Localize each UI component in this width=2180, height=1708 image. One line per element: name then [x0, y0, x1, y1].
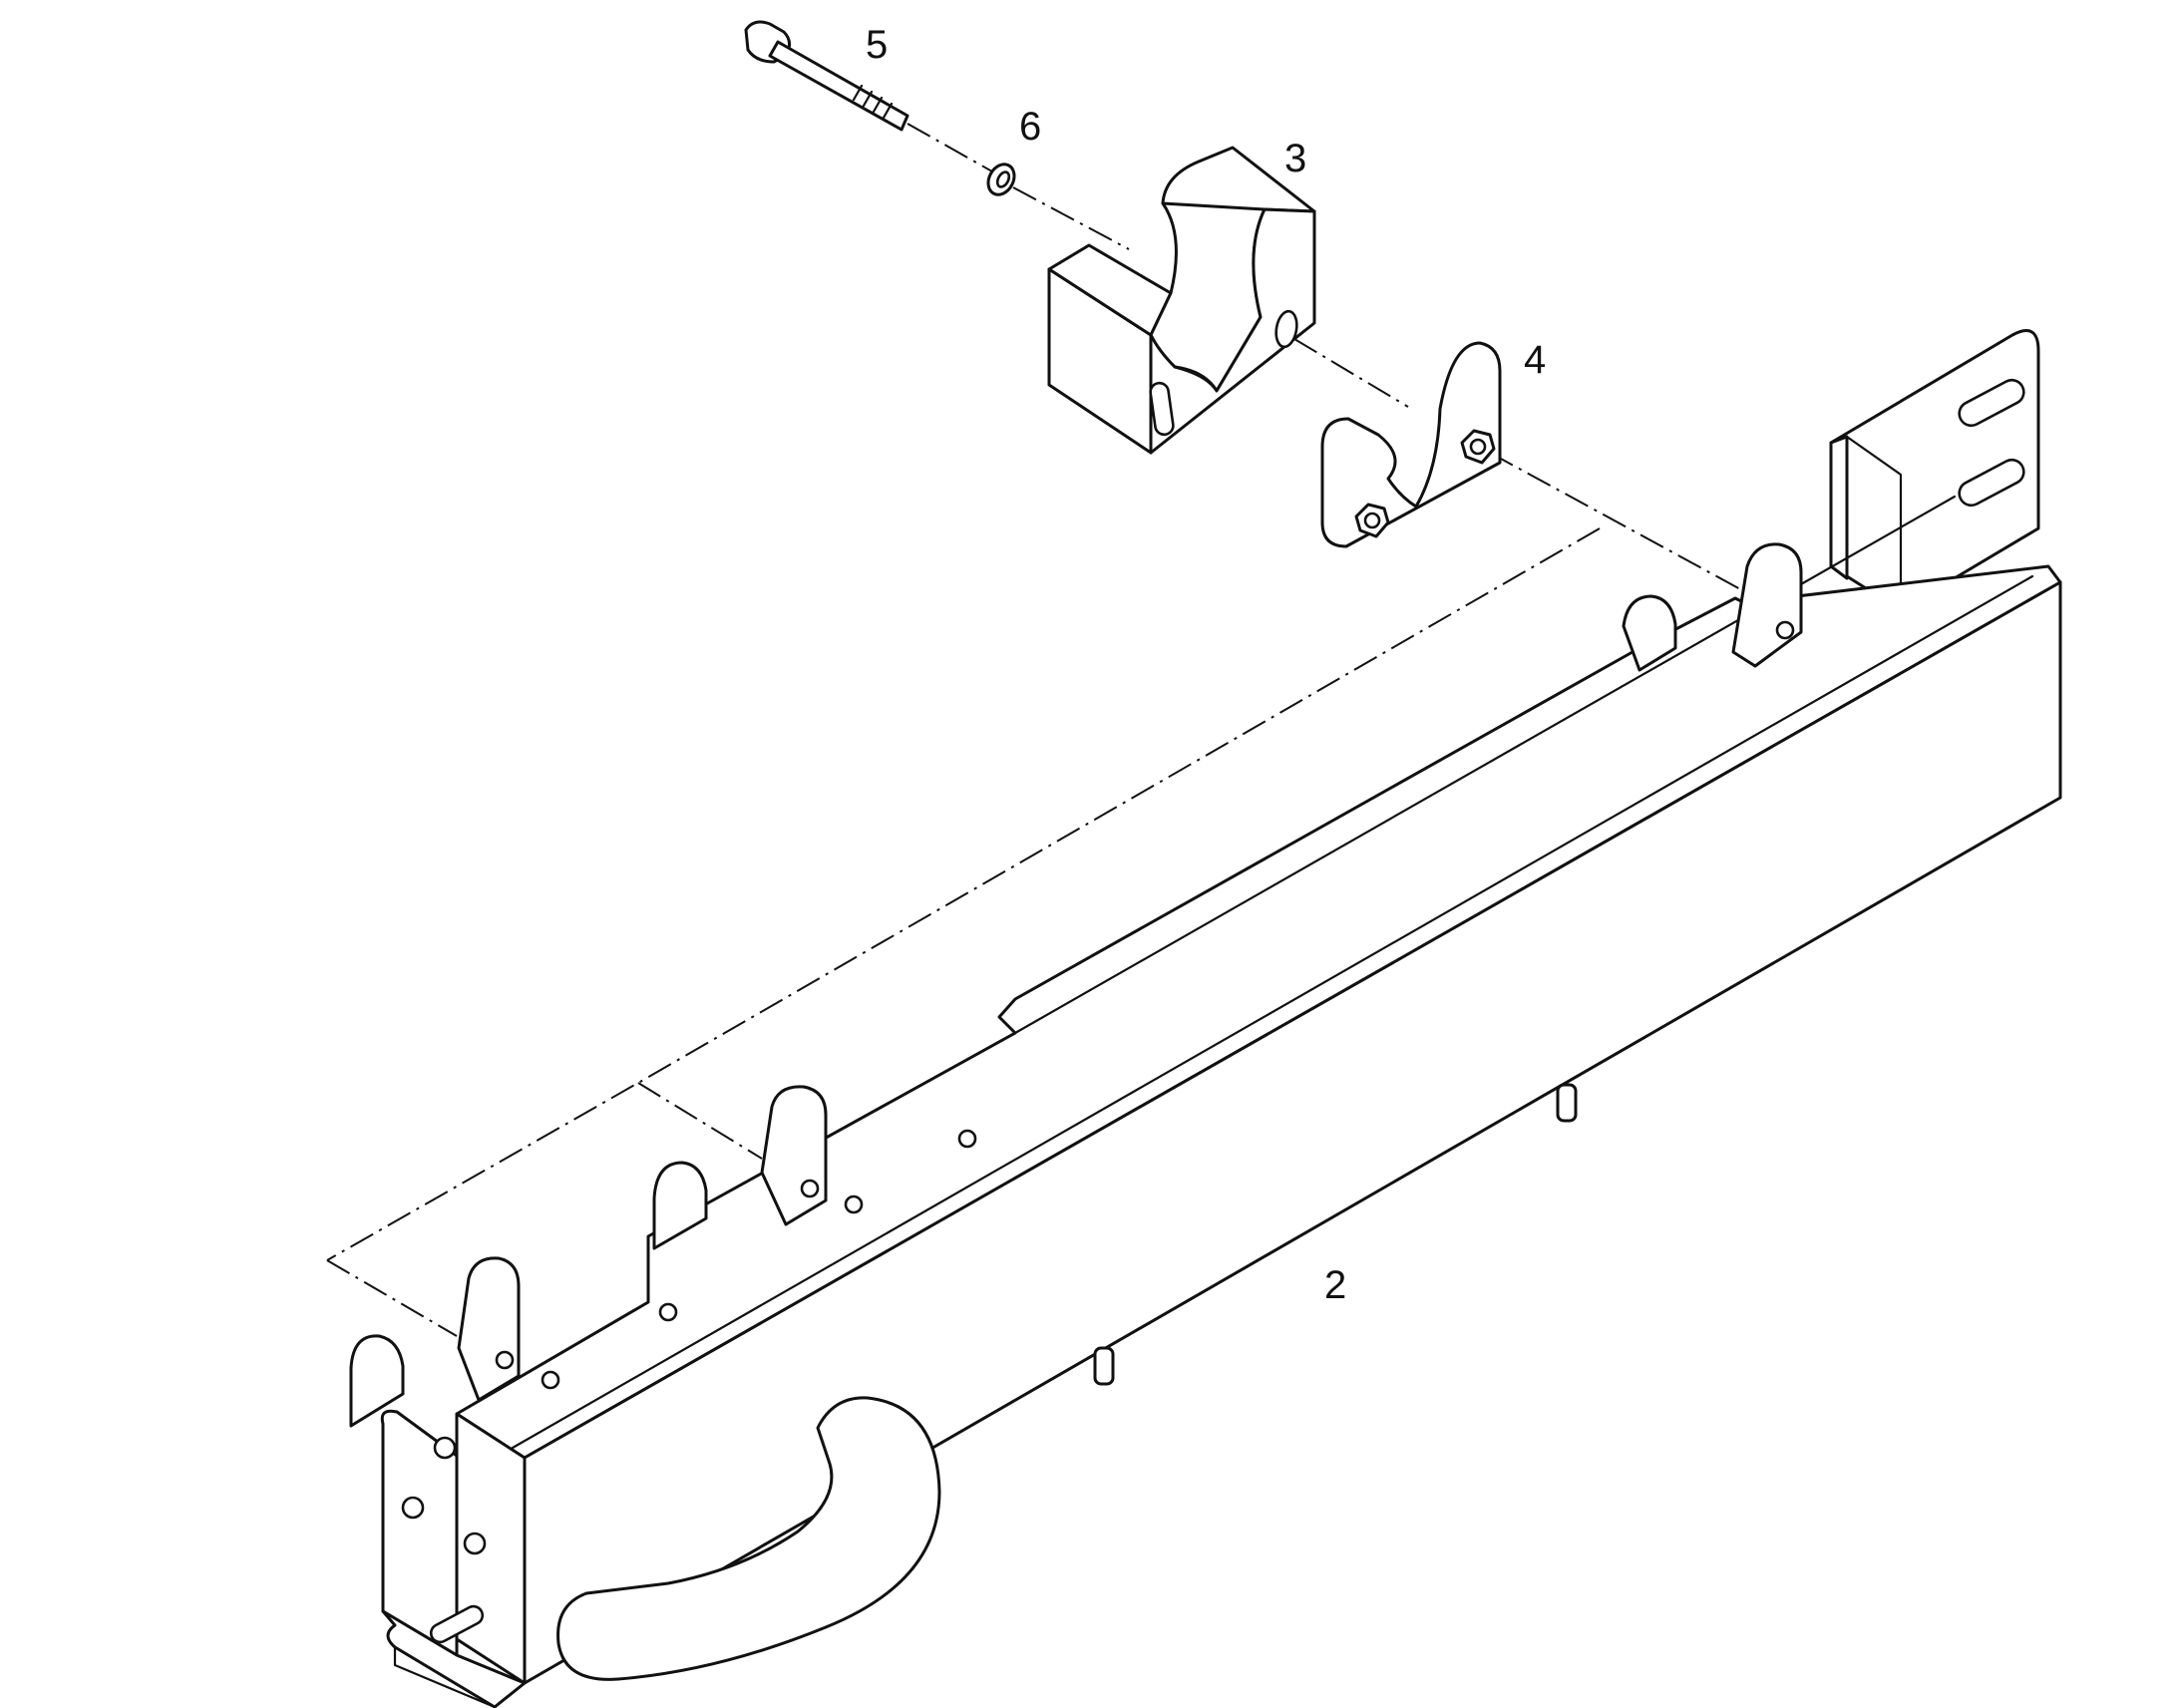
- leader-block-to-bracket: [1293, 338, 1409, 408]
- front-plate-hole-1: [433, 1436, 457, 1460]
- cap-screw-threads: [852, 84, 894, 120]
- beam-stud-2: [1556, 1083, 1578, 1123]
- beam-top-hole-2: [658, 1302, 678, 1322]
- front-foot-slot: [429, 1604, 485, 1644]
- front-plate-hole-2: [401, 1496, 425, 1520]
- washer-inner: [995, 171, 1011, 188]
- callout-2: 2: [1324, 1263, 1346, 1307]
- middle-tab-hole: [800, 1179, 820, 1198]
- beam-top-hole-3: [844, 1195, 864, 1214]
- leader-middle-to-tab: [637, 1082, 763, 1160]
- nut-bracket: [1320, 341, 1502, 548]
- assembly-leader-lines: [326, 123, 1754, 1337]
- front-mount-plate: [380, 1409, 527, 1708]
- bracket-slot-upper: [1958, 378, 2025, 428]
- nut-left: [1354, 503, 1390, 538]
- washer: [986, 163, 1016, 196]
- beam-assembly: [349, 329, 2062, 1708]
- beam-top-hole-1: [541, 1370, 560, 1390]
- rear-tab-hole: [1775, 620, 1795, 640]
- callout-6: 6: [1019, 105, 1041, 149]
- v-block-slot-front: [1149, 381, 1175, 437]
- callouts: 5 6 3 4 2: [866, 23, 1546, 1307]
- front-plate-hole-3: [463, 1532, 487, 1555]
- rear-mount-bracket: [1829, 329, 2040, 612]
- v-block-top-right: [1161, 146, 1316, 213]
- leader-front-to-tab: [326, 1259, 458, 1337]
- leader-washer-to-block: [1012, 186, 1130, 250]
- beam-tab-pair-rear: [1622, 542, 1803, 672]
- callout-3: 3: [1284, 137, 1306, 180]
- front-tab-hole: [495, 1350, 515, 1370]
- beam-top-hole-4: [957, 1129, 977, 1149]
- cap-screw-shank: [768, 40, 909, 132]
- cap-screw: [744, 20, 909, 132]
- beam-studs: [1093, 1083, 1578, 1386]
- bracket-slot-lower: [1958, 458, 2025, 508]
- leader-rear-diagonal: [326, 527, 1601, 1261]
- beam-tab-pair-middle: [652, 1085, 828, 1250]
- v-block-hole-side: [1274, 309, 1298, 349]
- v-block-side-face: [1149, 207, 1316, 455]
- beam-stud-1: [1093, 1346, 1115, 1386]
- beam-side-face: [523, 580, 2062, 1685]
- nut-left-bore: [1363, 512, 1381, 529]
- callout-5: 5: [866, 23, 888, 67]
- beam-tab-pair-front: [349, 1256, 521, 1428]
- nut-right-bore: [1469, 438, 1487, 456]
- leader-bracket-to-beam: [1489, 452, 1754, 597]
- beam-handle: [556, 1396, 941, 1681]
- leader-bolt-to-washer: [907, 123, 1000, 176]
- callout-4: 4: [1524, 338, 1546, 382]
- v-block: [1047, 146, 1316, 455]
- nut-right: [1460, 429, 1496, 465]
- beam-top-face: [455, 564, 2062, 1460]
